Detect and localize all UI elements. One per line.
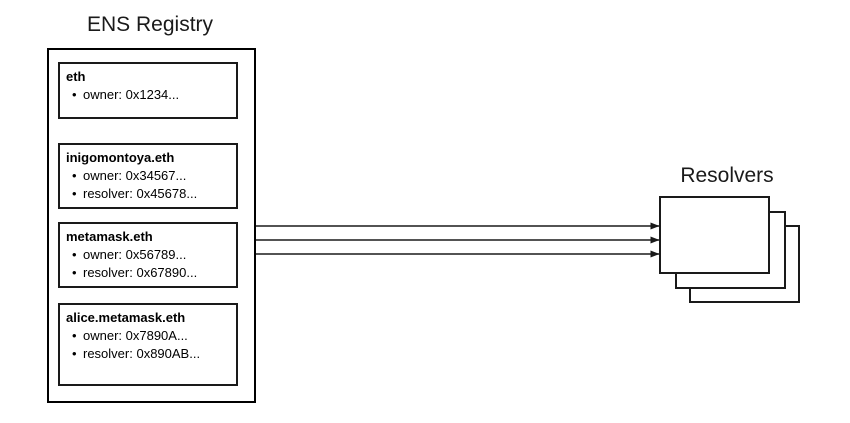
resolver-box-front[interactable]	[659, 196, 770, 274]
record-name: metamask.eth	[66, 229, 153, 244]
record-field: owner: 0x1234...	[72, 86, 230, 104]
record-field-list: owner: 0x1234...	[66, 86, 230, 104]
ens-registry-title: ENS Registry	[86, 13, 214, 36]
record-field: resolver: 0x67890...	[72, 264, 230, 282]
record-name: alice.metamask.eth	[66, 310, 186, 325]
record-field: resolver: 0x45678...	[72, 185, 230, 203]
record-field-list: owner: 0x7890A... resolver: 0x890AB...	[66, 327, 230, 363]
record-name: eth	[66, 69, 86, 84]
record-field: owner: 0x7890A...	[72, 327, 230, 345]
registry-record-alice-metamask-eth[interactable]: alice.metamask.eth owner: 0x7890A... res…	[58, 303, 238, 386]
record-field: resolver: 0x890AB...	[72, 345, 230, 363]
registry-record-eth[interactable]: eth owner: 0x1234...	[58, 62, 238, 119]
resolvers-title: Resolvers	[680, 164, 774, 187]
record-field-list: owner: 0x56789... resolver: 0x67890...	[66, 246, 230, 282]
record-field-list: owner: 0x34567... resolver: 0x45678...	[66, 167, 230, 203]
record-field: owner: 0x56789...	[72, 246, 230, 264]
record-name: inigomontoya.eth	[66, 150, 175, 165]
registry-record-metamask-eth[interactable]: metamask.eth owner: 0x56789... resolver:…	[58, 222, 238, 288]
registry-record-inigomontoya-eth[interactable]: inigomontoya.eth owner: 0x34567... resol…	[58, 143, 238, 209]
record-field: owner: 0x34567...	[72, 167, 230, 185]
